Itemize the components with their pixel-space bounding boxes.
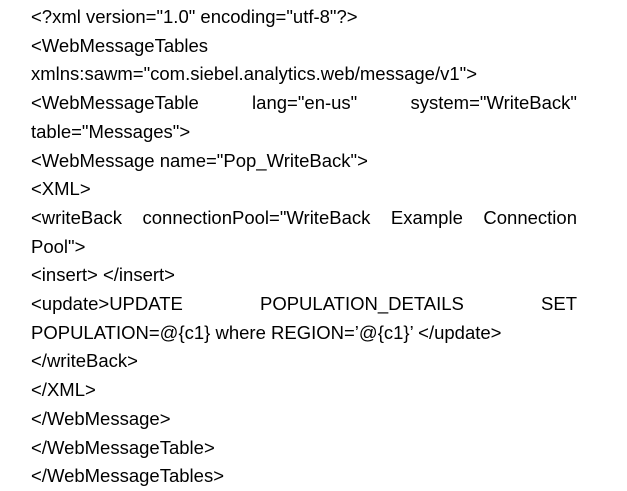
xml-code-line: <insert> </insert>	[31, 264, 175, 286]
xml-code-line: <WebMessageTable lang="en-us" system="Wr…	[31, 92, 577, 142]
xml-code-line: </writeBack>	[31, 350, 138, 372]
xml-code-line: </WebMessageTable>	[31, 436, 215, 458]
xml-code-line: <XML>	[31, 178, 91, 200]
xml-code-line: </WebMessageTables>	[31, 465, 224, 487]
xml-code-line: <?xml version="1.0" encoding="utf-8"?>	[31, 6, 358, 27]
xml-code-line: <WebMessageTables xmlns:sawm="com.siebel…	[31, 34, 478, 85]
xml-code-line: <update>UPDATE POPULATION_DETAILS SET PO…	[31, 293, 577, 343]
xml-code-line: </XML>	[31, 379, 96, 401]
xml-code-line: <WebMessage name="Pop_WriteBack">	[31, 149, 368, 171]
xml-code-line: </WebMessage>	[31, 407, 171, 429]
xml-code-line: <writeBack connectionPool="WriteBack Exa…	[31, 206, 577, 257]
xml-code-listing: <?xml version="1.0" encoding="utf-8"?> <W…	[31, 3, 577, 491]
